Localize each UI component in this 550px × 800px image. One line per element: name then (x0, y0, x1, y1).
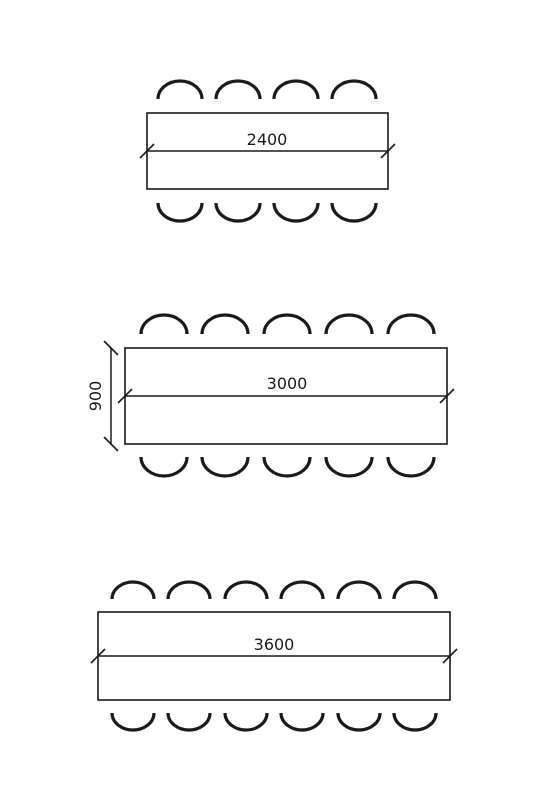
chair-bottom-1 (110, 712, 156, 732)
chair-bottom-2 (214, 202, 262, 223)
chair-top-6 (392, 580, 438, 600)
dimension-tick-left (117, 388, 133, 404)
chair-bottom-2 (166, 712, 212, 732)
top-chairs (156, 79, 378, 100)
top-chairs (139, 313, 436, 335)
length-label: 3000 (267, 374, 308, 393)
dimension-tick-right (439, 388, 455, 404)
top-chairs (110, 580, 438, 600)
dimension-tick-right (380, 143, 396, 159)
bottom-chairs (110, 712, 438, 732)
chair-top-2 (166, 580, 212, 600)
table-3000-group: 3000 900 (86, 313, 455, 478)
chair-bottom-1 (139, 456, 189, 478)
chair-bottom-3 (262, 456, 312, 478)
width-tick-top (103, 340, 119, 356)
chair-top-1 (139, 313, 189, 335)
chair-top-2 (214, 79, 262, 100)
chair-bottom-6 (392, 712, 438, 732)
chair-top-1 (156, 79, 204, 100)
chair-top-5 (336, 580, 382, 600)
table-3600-group: 3600 (90, 580, 458, 732)
chair-top-1 (110, 580, 156, 600)
chair-bottom-4 (324, 456, 374, 478)
chair-bottom-4 (279, 712, 325, 732)
chair-top-4 (330, 79, 378, 100)
chair-top-3 (262, 313, 312, 335)
width-label: 900 (86, 381, 105, 412)
chair-top-2 (200, 313, 250, 335)
chair-bottom-5 (386, 456, 436, 478)
length-label: 3600 (254, 635, 295, 654)
table-2400-group: 2400 (139, 79, 396, 223)
chair-bottom-1 (156, 202, 204, 223)
chair-bottom-2 (200, 456, 250, 478)
chair-top-3 (223, 580, 269, 600)
dimension-tick-left (90, 648, 106, 664)
chair-bottom-5 (336, 712, 382, 732)
dimension-tick-left (139, 143, 155, 159)
chair-bottom-4 (330, 202, 378, 223)
width-tick-bottom (103, 436, 119, 452)
length-label: 2400 (247, 130, 288, 149)
chair-top-3 (272, 79, 320, 100)
bottom-chairs (139, 456, 436, 478)
chair-top-4 (324, 313, 374, 335)
chair-bottom-3 (272, 202, 320, 223)
chair-top-4 (279, 580, 325, 600)
dimension-tick-right (442, 648, 458, 664)
bottom-chairs (156, 202, 378, 223)
chair-top-5 (386, 313, 436, 335)
chair-bottom-3 (223, 712, 269, 732)
